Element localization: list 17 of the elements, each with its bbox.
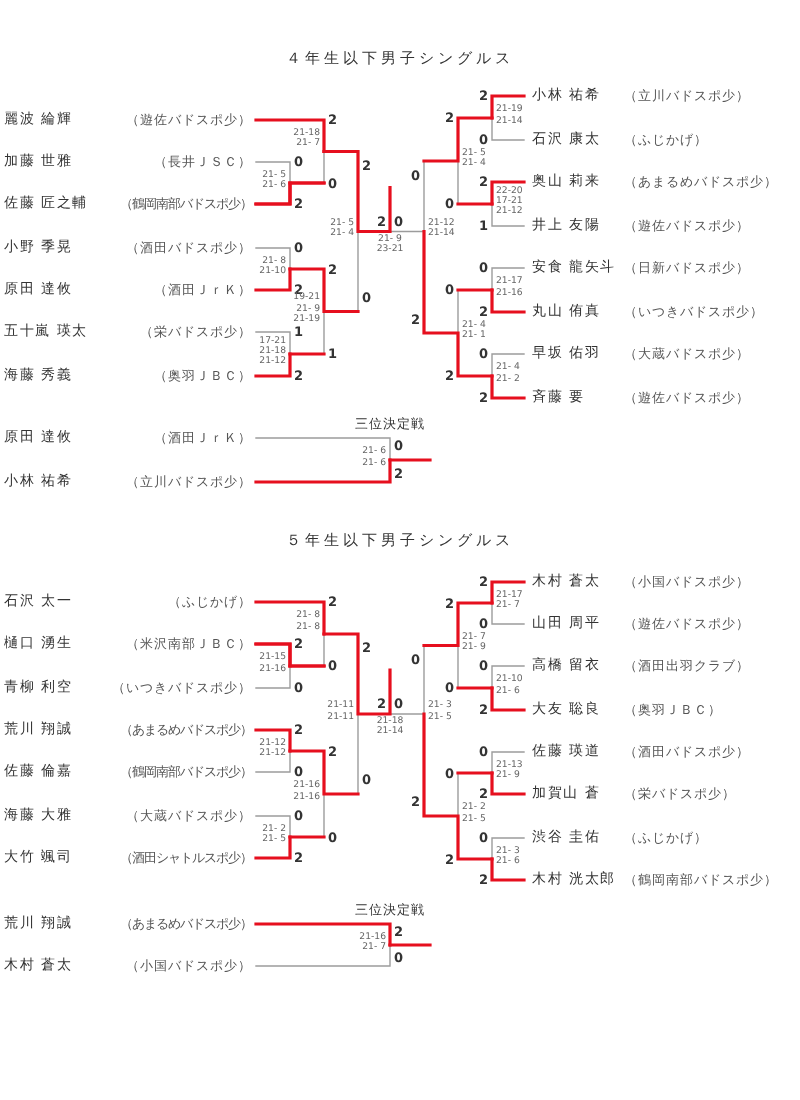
bracket-line	[490, 837, 526, 882]
bracket-line	[490, 353, 526, 400]
bracket-line	[490, 267, 526, 314]
bracket-line	[254, 600, 326, 668]
bracket-line	[490, 751, 526, 796]
bracket-line	[254, 161, 292, 206]
bracket-line	[490, 580, 526, 625]
bracket-line	[254, 331, 292, 378]
bracket-line	[490, 94, 526, 141]
bracket-line	[254, 247, 292, 292]
bracket-line	[490, 665, 526, 712]
bracket-line	[254, 728, 292, 773]
bracket-line	[490, 180, 526, 227]
bracket-line	[254, 815, 292, 860]
bracket-line	[254, 437, 392, 484]
bracket-line	[254, 922, 392, 967]
bracket-line	[254, 642, 292, 689]
